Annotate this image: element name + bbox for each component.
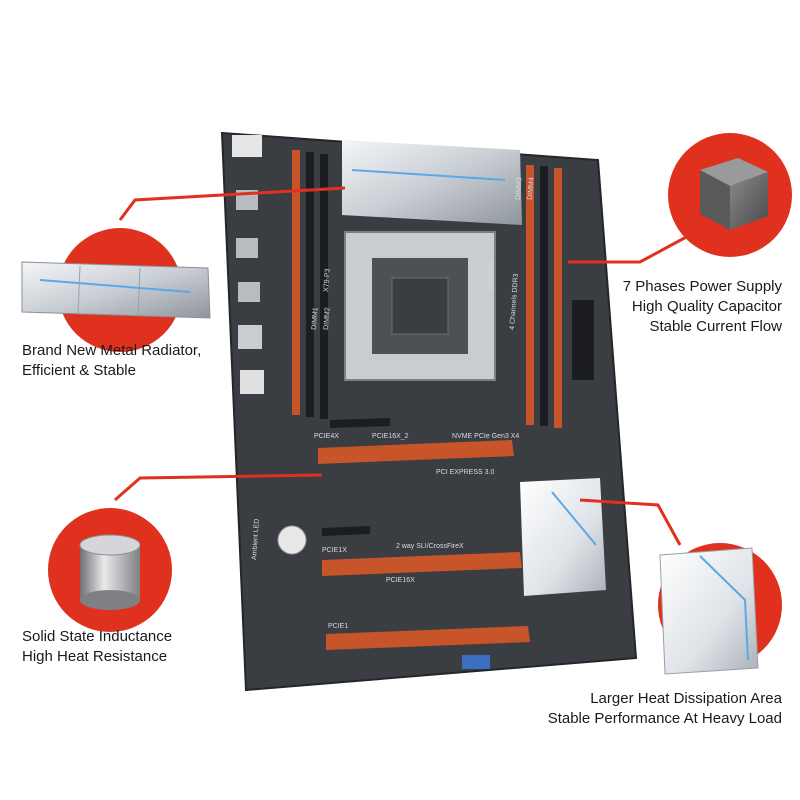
pcie4x-label: PCIE4X [314, 433, 339, 440]
cmos-battery [277, 525, 307, 555]
inductance-callout [48, 508, 172, 632]
inductance-caption: Solid State Inductance High Heat Resista… [22, 627, 172, 667]
pcie16x-1-label: PCIE16X [386, 577, 415, 584]
dimm-b-label: DIMM2 [323, 307, 332, 330]
memory-label: 4 Channels DDR3 [509, 273, 520, 330]
cpu-socket [344, 231, 496, 381]
dimm-d-label: DIMM4 [527, 177, 536, 200]
pcie-slots [318, 418, 530, 650]
caption-line: High Heat Resistance [22, 648, 168, 665]
capacitor-cube-icon [730, 172, 768, 230]
radiator-icon [21, 261, 211, 319]
heatsink-callout [658, 543, 782, 675]
caption-line: Stable Performance At Heavy Load [547, 710, 782, 727]
vrm-heatsink [342, 140, 522, 225]
caption-line: Larger Heat Dissipation Area [590, 690, 782, 707]
caption-line: Brand New Metal Radiator, [22, 342, 202, 359]
caption-line: Solid State Inductance [22, 628, 173, 645]
nvme-label: NVME PCIe Gen3 X4 [452, 433, 519, 440]
power-caption: 7 Phases Power Supply High Quality Capac… [623, 277, 782, 337]
chipset-heatsink [520, 478, 606, 596]
ram-slots [292, 150, 562, 428]
model-label: X79-P3 [323, 268, 332, 292]
rear-io-ports [232, 135, 264, 394]
caption-line: High Quality Capacitor [631, 298, 782, 315]
radiator-callout [21, 228, 211, 352]
power-callout [668, 133, 792, 257]
ambient-led-label: Ambient LED [251, 519, 261, 561]
caption-line: Efficient & Stable [22, 362, 136, 379]
dimm-c-label: DIMM3 [515, 177, 524, 200]
pcie1-label: PCIE1 [328, 623, 348, 630]
heatsink-caption: Larger Heat Dissipation Area Stable Perf… [548, 689, 782, 729]
atx-power-connector [572, 300, 594, 380]
pci-express-label: PCI EXPRESS 3.0 [436, 469, 494, 476]
socket-label: LGA2011 [487, 261, 496, 291]
caption-line: 7 Phases Power Supply [622, 278, 782, 295]
usb-header [462, 655, 490, 669]
motherboard: X79-P3 LGA2011 4 Channels DDR3 DIMM1 DIM… [220, 131, 638, 692]
chipset-heatsink-icon [659, 547, 759, 675]
pcie16x-2-label: PCIE16X_2 [372, 433, 409, 440]
callout-lines [114, 186, 691, 546]
dimm-a-label: DIMM1 [311, 307, 320, 330]
sli-label: 2 way SLI/CrossFireX [396, 543, 464, 550]
caption-line: Stable Current Flow [649, 318, 782, 335]
pcie-mid-label: PCIE1X [322, 547, 347, 554]
radiator-caption: Brand New Metal Radiator, Efficient & St… [22, 341, 201, 381]
